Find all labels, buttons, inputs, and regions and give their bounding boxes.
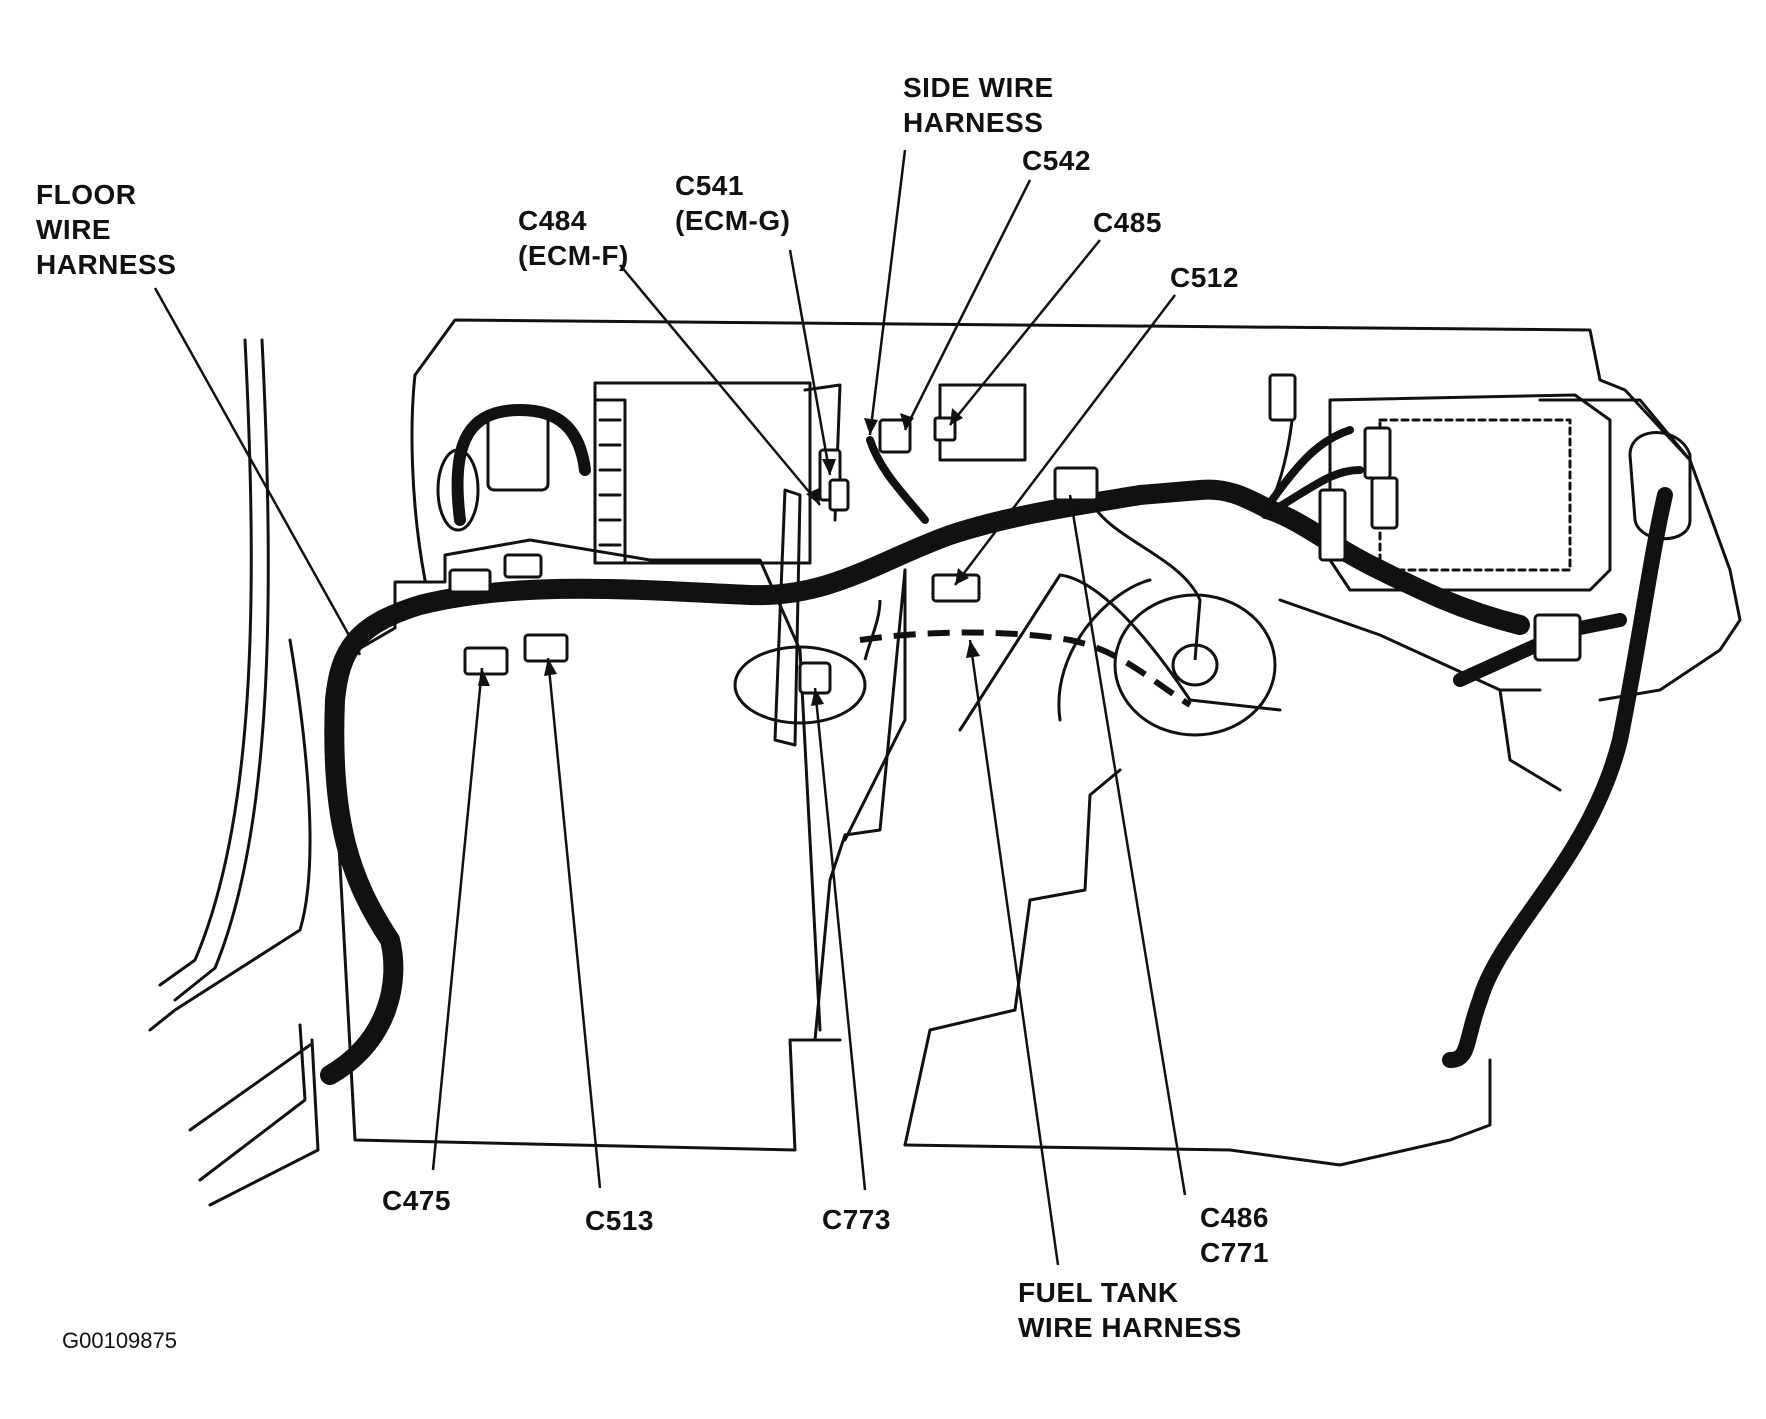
leader-fuel-tank — [968, 639, 1060, 1266]
label-c485: C485 — [1093, 207, 1162, 238]
leader-side-harness — [868, 149, 907, 436]
leader-floor-harness — [153, 287, 362, 656]
fuel-pump-ring — [1113, 593, 1277, 737]
label-side-wire-harness: SIDE WIRE HARNESS — [903, 72, 1054, 138]
fuel-filler — [1628, 431, 1692, 541]
label-c512: C512 — [1170, 262, 1239, 293]
leader-c542 — [903, 179, 1032, 431]
leader-c475 — [431, 667, 484, 1171]
label-c486-c771: C486 C771 — [1200, 1202, 1269, 1268]
connector-c541 — [828, 478, 850, 512]
leader-c484 — [619, 264, 821, 506]
connector-c475 — [463, 646, 509, 676]
leader-c485 — [949, 239, 1101, 426]
bracket — [773, 488, 802, 747]
label-c484: C484 (ECM-F) — [518, 205, 629, 271]
leader-c513 — [546, 657, 602, 1189]
label-c542: C542 — [1022, 145, 1091, 176]
connector-c542 — [878, 418, 912, 454]
leader-c541 — [788, 249, 832, 476]
control-module — [1328, 393, 1612, 592]
leader-c486 — [1068, 494, 1187, 1196]
label-fuel-tank-wire-harness: FUEL TANK WIRE HARNESS — [1018, 1277, 1242, 1343]
relay-block — [486, 408, 550, 492]
connector-c513 — [523, 633, 569, 663]
label-c773: C773 — [822, 1204, 891, 1235]
filler-harness-cable — [1442, 487, 1673, 1068]
leader-c773 — [813, 687, 867, 1191]
body-pillar-outline — [158, 338, 253, 987]
leader-c512 — [954, 294, 1176, 586]
connector-c512 — [931, 573, 981, 603]
label-c513: C513 — [585, 1205, 654, 1236]
ecm-module — [593, 381, 812, 565]
figure-code: G00109875 — [62, 1328, 177, 1353]
label-c541: C541 (ECM-G) — [675, 170, 791, 236]
connector-c486 — [1053, 466, 1099, 502]
fuel-tank-wire-harness-cable — [859, 629, 1192, 708]
floor-wire-harness-cable — [320, 479, 1530, 1085]
label-c475: C475 — [382, 1185, 451, 1216]
label-floor-wire-harness: FLOOR WIRE HARNESS — [36, 179, 177, 280]
